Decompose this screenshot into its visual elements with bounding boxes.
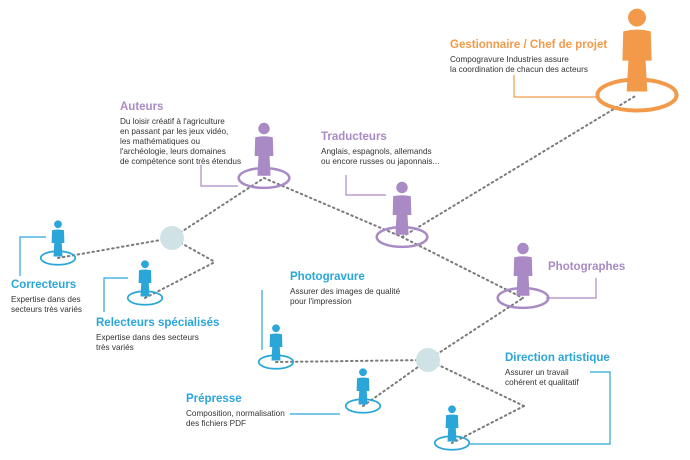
link-hub-photographes bbox=[427, 297, 524, 361]
link-hub-corner bbox=[171, 237, 216, 263]
person-icon bbox=[356, 368, 370, 405]
callout-correcteurs bbox=[19, 236, 46, 276]
auteurs-title: Auteurs bbox=[120, 101, 164, 113]
person-icon bbox=[51, 220, 65, 257]
traducteurs-desc-line: Anglais, espagnols, allemands bbox=[321, 147, 432, 156]
relay-hub bbox=[416, 348, 440, 372]
photogravure-title: Photogravure bbox=[290, 271, 365, 283]
callout-direction bbox=[470, 371, 611, 445]
gestionnaire-title: Gestionnaire / Chef de projet bbox=[450, 39, 608, 51]
gestionnaire-desc-line: la coordination de chacun des acteurs bbox=[450, 65, 588, 74]
traducteurs-desc-line: ou encore russes ou japonnais... bbox=[321, 157, 440, 166]
photographes-title: Photographes bbox=[548, 261, 626, 273]
auteurs-desc-line: de compétence sont très étendus bbox=[120, 157, 242, 166]
callout-lines bbox=[19, 75, 611, 445]
person-auteurs bbox=[237, 122, 291, 190]
auteurs-desc-line: l'archéologie, leurs domaines bbox=[120, 147, 226, 156]
person-icon bbox=[513, 242, 533, 296]
person-icon bbox=[445, 405, 459, 442]
person-icon bbox=[622, 8, 652, 92]
relecteurs-title: Relecteurs spécialisés bbox=[96, 317, 220, 329]
person-direction bbox=[433, 405, 471, 451]
link-auteurs-traducteurs bbox=[263, 177, 403, 238]
relay-hub bbox=[160, 226, 184, 250]
person-prepresse bbox=[344, 368, 382, 414]
direction-desc-line: Assurer un travail bbox=[505, 368, 569, 377]
direction-desc-line: cohérent et qualitatif bbox=[505, 378, 579, 387]
auteurs-desc-line: Du loisir créatif à l'agriculture bbox=[120, 117, 225, 126]
link-prepresse-hub bbox=[362, 359, 429, 407]
correcteurs-desc-line: secteurs très variés bbox=[11, 305, 82, 314]
link-correcteurs-hub bbox=[57, 237, 173, 259]
link-traducteurs-photographes bbox=[401, 236, 524, 299]
person-traducteurs bbox=[375, 181, 429, 249]
dotted-network bbox=[57, 94, 638, 444]
callout-auteurs bbox=[200, 165, 238, 187]
correcteurs-desc-line: Expertise dans des bbox=[11, 295, 81, 304]
callout-relecteurs bbox=[103, 277, 128, 312]
link-photogravure-hub bbox=[275, 359, 429, 363]
traducteurs-title: Traducteurs bbox=[321, 131, 387, 143]
link-traducteurs-gestionnaire bbox=[401, 94, 638, 238]
person-icon bbox=[269, 324, 283, 361]
auteurs-desc-line: les mathématiques ou bbox=[120, 137, 201, 146]
person-icon bbox=[138, 260, 152, 297]
person-icon bbox=[392, 181, 412, 235]
link-corner-direction bbox=[451, 405, 525, 444]
relecteurs-desc-line: très variés bbox=[96, 343, 134, 352]
person-icon bbox=[254, 122, 274, 176]
photogravure-desc-line: Assurer des images de qualité bbox=[290, 287, 401, 296]
prepresse-desc-line: des fichiers PDF bbox=[186, 419, 247, 428]
link-hub-auteurs bbox=[171, 177, 265, 239]
persons bbox=[39, 8, 679, 451]
auteurs-desc-line: en passant par les jeux vidéo, bbox=[120, 127, 229, 136]
photogravure-desc-line: pour l'impression bbox=[290, 297, 352, 306]
person-relecteurs bbox=[126, 260, 164, 306]
person-gestionnaire bbox=[595, 8, 679, 113]
link-relecteurs-corner bbox=[144, 261, 216, 299]
person-correcteurs bbox=[39, 220, 77, 266]
correcteurs-title: Correcteurs bbox=[11, 279, 77, 291]
callout-traducteurs bbox=[345, 175, 386, 196]
gestionnaire-desc-line: Compogravure Industries assure bbox=[450, 55, 569, 64]
person-photographes bbox=[496, 242, 550, 310]
prepresse-desc-line: Composition, normalisation bbox=[186, 409, 285, 418]
relecteurs-desc-line: Expertise dans des secteurs bbox=[96, 333, 199, 342]
callout-gestionnaire bbox=[513, 75, 596, 98]
callout-photographes bbox=[546, 278, 597, 299]
direction-title: Direction artistique bbox=[505, 352, 610, 364]
prepresse-title: Prépresse bbox=[186, 393, 242, 405]
